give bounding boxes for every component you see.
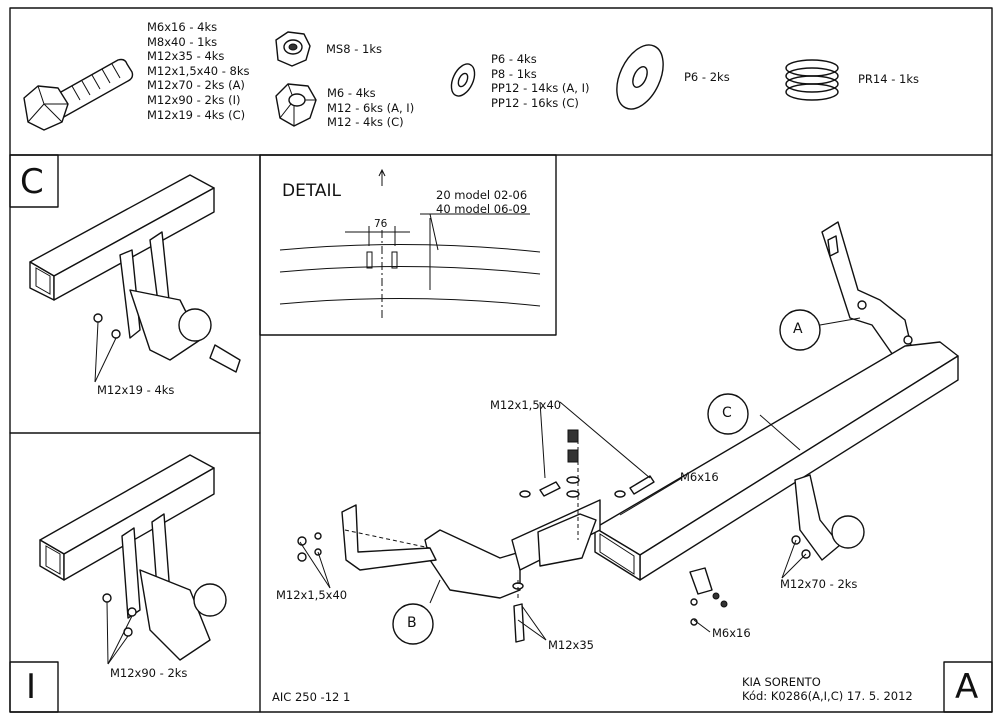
panel-c-drawing <box>29 174 241 383</box>
bolt-list-item: M12x1,5x40 - 8ks <box>147 63 250 78</box>
version-letter-box <box>943 661 993 713</box>
panel-i-drawing <box>39 454 227 665</box>
spring-icon <box>785 59 839 101</box>
detail-title: DETAIL <box>282 181 342 201</box>
washer-list: P6 - 4ks P8 - 1ks PP12 - 14ks (A, I) PP1… <box>491 52 589 110</box>
label-m12x70: M12x70 - 2ks <box>780 577 858 591</box>
part-code: Kód: K0286(A,I,C) 17. 5. 2012 <box>742 689 913 703</box>
large-washer-icon <box>616 44 664 110</box>
callout-c-label: C <box>722 405 732 421</box>
bolt-list: M6x16 - 4ks M8x40 - 1ks M12x35 - 4ks M12… <box>147 20 250 122</box>
bolt-list-item: M12x35 - 4ks <box>147 49 225 64</box>
bolt-list-item: M12x70 - 2ks (A) <box>147 78 245 93</box>
nut-list-item: M12 - 4ks (C) <box>327 115 404 130</box>
panel-i-letter-box <box>9 661 59 713</box>
callout-c-circle <box>707 393 749 435</box>
bolt-list-item: M8x40 - 1ks <box>147 34 218 49</box>
label-m6x16-bottom: M6x16 <box>712 626 751 640</box>
washer-list-item: P8 - 1ks <box>491 66 537 81</box>
panel-c-letter: C <box>20 162 44 202</box>
washer-list-item: PP12 - 14ks (A, I) <box>491 81 590 96</box>
bolt-icon <box>23 58 134 131</box>
small-washer-icon <box>450 63 476 97</box>
bolt-list-item: M12x90 - 2ks (I) <box>147 92 241 107</box>
drawing-code: AIC 250 -12 1 <box>272 690 351 704</box>
detail-note-1: 20 model 02-06 <box>436 188 528 202</box>
panel-i-bolt-label: M12x90 - 2ks <box>110 666 188 680</box>
main-assembly-drawing <box>297 221 959 645</box>
nut-list-item: M12 - 6ks (A, I) <box>327 100 415 115</box>
bolt-list-item: M6x16 - 4ks <box>147 20 218 34</box>
callout-b-circle <box>392 603 434 645</box>
label-m12x1-5x40-top: M12x1,5x40 <box>490 398 562 412</box>
detail-box <box>259 154 557 336</box>
callout-a-label: A <box>793 321 803 337</box>
outer-frame <box>9 7 993 713</box>
callout-b-label: B <box>407 615 417 631</box>
detail-drawing <box>279 168 541 320</box>
panel-c-letter-box <box>9 154 59 208</box>
large-washer-label: P6 - 2ks <box>684 70 730 84</box>
bolt-list-item: M12x19 - 4ks (C) <box>147 107 246 122</box>
detail-note-2: 40 model 06-09 <box>436 202 528 216</box>
washer-list-item: P6 - 4ks <box>491 52 537 66</box>
callout-a-circle <box>779 309 821 351</box>
nut-list: M6 - 4ks M12 - 6ks (A, I) M12 - 4ks (C) <box>327 86 414 130</box>
detail-dimension: 76 <box>374 218 388 230</box>
ms8-nut-icon <box>275 31 311 67</box>
washer-list-item: PP12 - 16ks (C) <box>491 95 579 110</box>
panel-c-bolt-label: M12x19 - 4ks <box>97 383 175 397</box>
panel-i-letter: I <box>26 667 37 707</box>
hex-nut-icon <box>275 83 317 127</box>
label-m6x16-top: M6x16 <box>680 470 719 484</box>
spring-label: PR14 - 1ks <box>858 72 919 86</box>
version-letter: A <box>955 667 979 707</box>
vehicle-name: KIA SORENTO <box>742 675 821 689</box>
nut-list-item: M6 - 4ks <box>327 86 376 100</box>
label-m12x35: M12x35 <box>548 638 594 652</box>
label-m12x1-5x40-left: M12x1,5x40 <box>276 588 348 602</box>
ms8-nut-label: MS8 - 1ks <box>326 42 382 56</box>
